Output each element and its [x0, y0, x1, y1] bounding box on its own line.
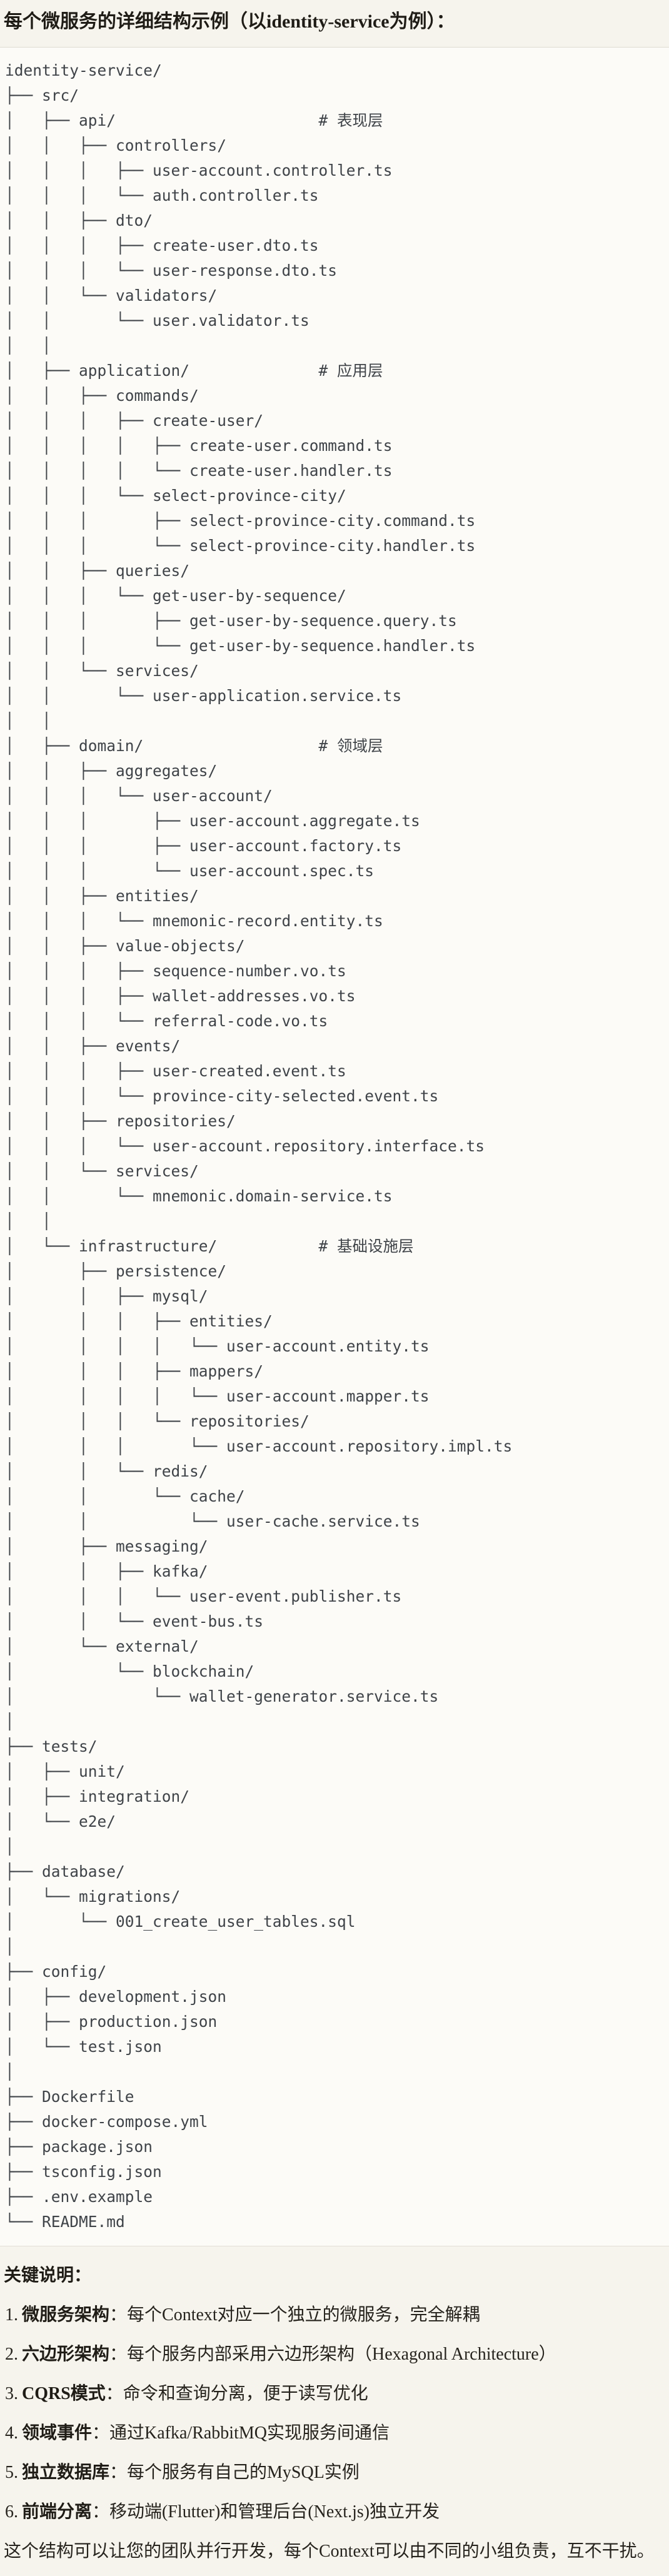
closing-paragraph: 这个结构可以让您的团队并行开发，每个Context可以由不同的小组负责，互不干扰…: [4, 2542, 655, 2561]
note-item-text: ：每个服务内部采用六边形架构（Hexagonal Architecture）: [109, 2345, 556, 2364]
note-item-text: ：每个Context对应一个独立的微服务，完全解耦: [109, 2305, 480, 2325]
page-title: 每个微服务的详细结构示例（以identity-service为例）：: [4, 11, 455, 32]
note-item: 3.CQRS模式：命令和查询分离，便于读写优化: [4, 2381, 665, 2407]
note-item-number: 2.: [5, 2345, 18, 2364]
note-item-number: 6.: [5, 2502, 18, 2522]
notes-section: 关键说明： 1.微服务架构：每个Context对应一个独立的微服务，完全解耦 2…: [0, 2263, 669, 2565]
note-item-number: 3.: [5, 2384, 18, 2403]
note-item: 1.微服务架构：每个Context对应一个独立的微服务，完全解耦: [4, 2302, 665, 2328]
note-item: 4.领域事件：通过Kafka/RabbitMQ实现服务间通信: [4, 2420, 665, 2447]
note-item-label: 独立数据库: [22, 2463, 110, 2482]
note-item-label: 领域事件: [22, 2423, 93, 2443]
note-item-label: 微服务架构: [22, 2305, 110, 2325]
note-item-number: 4.: [5, 2423, 18, 2443]
chat-document-page: 每个微服务的详细结构示例（以identity-service为例）： ident…: [0, 8, 669, 2576]
note-item-number: 1.: [5, 2305, 18, 2325]
note-item-label: 六边形架构: [22, 2345, 110, 2364]
note-item: 2.六边形架构：每个服务内部采用六边形架构（Hexagonal Architec…: [4, 2341, 665, 2368]
note-item-label: 前端分离: [22, 2502, 93, 2522]
code-block: identity-service/ ├── src/ │ ├── api/ # …: [0, 47, 669, 2246]
note-item-number: 5.: [5, 2463, 18, 2482]
note-item-text: ：移动端(Flutter)和管理后台(Next.js)独立开发: [92, 2502, 440, 2522]
directory-tree: identity-service/ ├── src/ │ ├── api/ # …: [5, 61, 513, 2231]
note-item: 6.前端分离：移动端(Flutter)和管理后台(Next.js)独立开发: [4, 2499, 665, 2525]
note-item-text: ：通过Kafka/RabbitMQ实现服务间通信: [92, 2423, 390, 2443]
note-item-text: ：每个服务有自己的MySQL实例: [109, 2463, 360, 2482]
note-item: 5.独立数据库：每个服务有自己的MySQL实例: [4, 2460, 665, 2486]
notes-heading: 关键说明：: [4, 2266, 92, 2285]
note-item-label: CQRS模式: [22, 2384, 106, 2403]
note-item-text: ：命令和查询分离，便于读写优化: [105, 2384, 368, 2403]
